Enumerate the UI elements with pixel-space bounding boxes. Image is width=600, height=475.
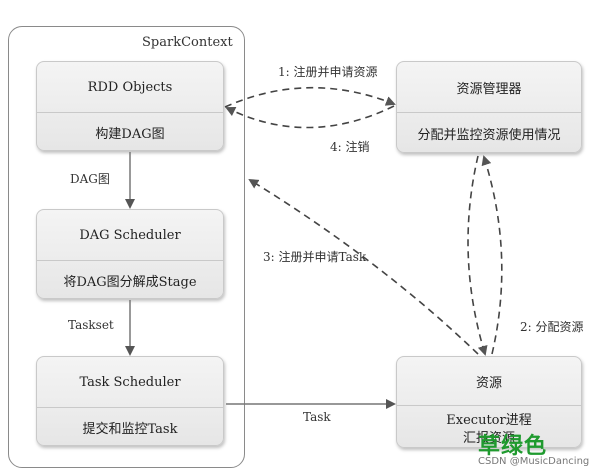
dag-scheduler-subtitle: 将DAG图分解成Stage	[63, 275, 197, 290]
rdd-objects-subtitle: 构建DAG图	[95, 127, 165, 142]
node-divider	[37, 260, 223, 261]
dag-scheduler-node: DAG Scheduler 将DAG图分解成Stage	[36, 209, 224, 299]
node-divider	[397, 112, 581, 113]
task-scheduler-node: Task Scheduler 提交和监控Task	[36, 356, 224, 446]
rdd-objects-node: RDD Objects 构建DAG图	[36, 61, 224, 151]
label-deregister: 4: 注销	[330, 140, 370, 154]
label-allocate-resource: 2: 分配资源	[520, 320, 584, 334]
node-divider	[397, 405, 581, 406]
node-divider	[37, 112, 223, 113]
arrow-allocate-resource-down	[467, 155, 488, 356]
arrow-register-task	[248, 178, 479, 355]
resource-manager-title: 资源管理器	[456, 81, 522, 97]
label-dag-to-task: Taskset	[68, 318, 114, 332]
arrow-deregister	[225, 105, 395, 129]
resource-node: 资源 Executor进程 汇报资源	[396, 356, 582, 448]
watermark-source: CSDN @MusicDancing	[478, 456, 590, 467]
resource-subtitle-line2: 汇报资源	[462, 430, 515, 446]
label-task: Task	[303, 410, 331, 424]
node-divider	[37, 407, 223, 408]
label-rdd-to-dag: DAG图	[70, 172, 110, 186]
dag-scheduler-title: DAG Scheduler	[79, 227, 181, 243]
label-register-task: 3: 注册并申请Task	[263, 250, 367, 264]
task-scheduler-subtitle: 提交和监控Task	[82, 422, 178, 437]
rdd-objects-title: RDD Objects	[87, 79, 173, 95]
resource-subtitle-line1: Executor进程	[446, 412, 532, 428]
task-scheduler-title: Task Scheduler	[79, 374, 181, 390]
resource-title: 资源	[475, 375, 502, 391]
resource-manager-node: 资源管理器 分配并监控资源使用情况	[396, 61, 582, 153]
watermark-text: 草绿色	[478, 434, 548, 459]
arrow-register-resource	[224, 86, 396, 108]
resource-manager-subtitle: 分配并监控资源使用情况	[417, 128, 561, 143]
label-register-resource: 1: 注册并申请资源	[278, 65, 378, 79]
arrow-allocate-resource-up	[481, 155, 503, 355]
spark-context-title: SparkContext	[142, 35, 233, 50]
